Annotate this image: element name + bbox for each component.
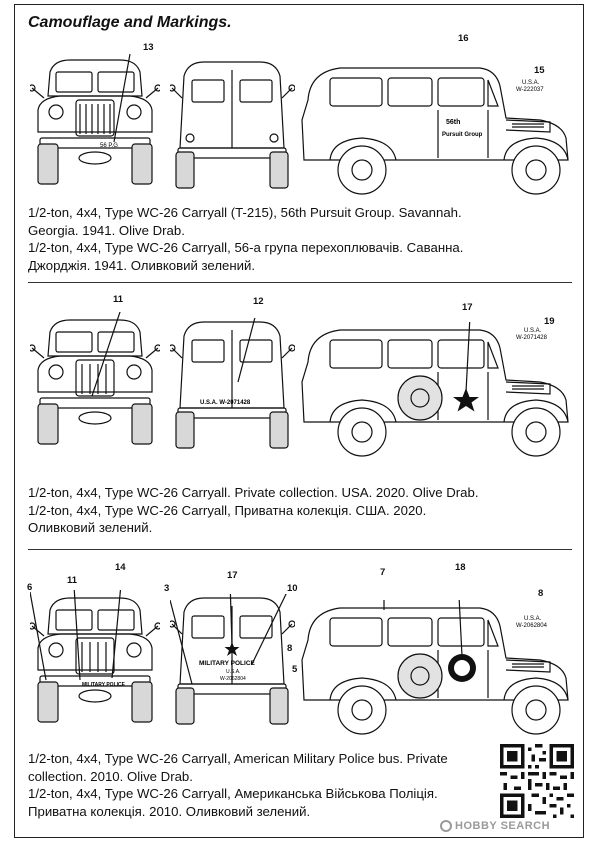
side-view-2: U.S.A. W-2071428 xyxy=(300,322,575,457)
bumper-number-1: W-222037 xyxy=(516,87,544,93)
front-bumper-marking: 56 P.G xyxy=(100,143,118,149)
rear-view-2: U.S.A. W-2071428 xyxy=(170,318,295,453)
front-view-1: 56 P.G xyxy=(30,52,160,192)
side-unit-line1: 56th xyxy=(446,119,460,126)
rear-usa-3: U.S.A. xyxy=(226,669,240,675)
caption-3-en-line2: collection. 2010. Olive Drab. xyxy=(28,768,193,784)
caption-1: 1/2-ton, 4x4, Type WC-26 Carryall (T-215… xyxy=(28,204,568,274)
callout-5: 5 xyxy=(292,664,298,675)
bumper-usa-3: U.S.A. xyxy=(524,616,542,622)
callout-11: 11 xyxy=(113,294,124,305)
front-view-3: MILITARY POLICE xyxy=(30,590,160,730)
rear-number-3: W-2062804 xyxy=(220,676,246,682)
caption-3: 1/2-ton, 4x4, Type WC-26 Carryall, Ameri… xyxy=(28,750,568,820)
callout-19: 19 xyxy=(544,316,555,327)
bumper-usa-2: U.S.A. xyxy=(524,328,542,334)
caption-2-ua-line1: 1/2-ton, 4x4, Type WC-26 Carryall, Прива… xyxy=(28,502,427,518)
caption-2: 1/2-ton, 4x4, Type WC-26 Carryall. Priva… xyxy=(28,484,568,537)
callout-12: 12 xyxy=(253,296,264,307)
bumper-number-3: W-2062804 xyxy=(516,623,548,629)
caption-3-ua-line2: Приватна колекція. 2010. Оливковий зелен… xyxy=(28,803,311,819)
star-insignia-2 xyxy=(453,388,479,412)
front-view-2 xyxy=(30,312,160,452)
callout-7: 7 xyxy=(380,567,386,578)
bumper-number-2: W-2071428 xyxy=(516,335,548,341)
caption-1-ua-line1: 1/2-ton, 4x4, Type WC-26 Carryall, 56-а … xyxy=(28,240,464,255)
callout-18: 18 xyxy=(455,562,466,573)
side-unit-line2: Pursuit Group xyxy=(442,132,483,138)
caption-3-ua-line1: 1/2-ton, 4x4, Type WC-26 Carryall, Амери… xyxy=(28,786,438,801)
caption-2-ua-line2: Оливковий зелений. xyxy=(28,520,153,535)
caption-2-en-line1: 1/2-ton, 4x4, Type WC-26 Carryall. Priva… xyxy=(28,485,479,500)
callout-17-b: 17 xyxy=(227,570,238,581)
callout-11-b: 11 xyxy=(67,575,78,586)
section-divider-1 xyxy=(28,282,572,283)
callout-16: 16 xyxy=(458,33,469,44)
bumper-usa-1: U.S.A. xyxy=(522,80,540,86)
side-view-3: U.S.A. W-2062804 xyxy=(300,600,575,735)
front-bumper-marking-3: MILITARY POLICE xyxy=(82,682,126,688)
callout-8: 8 xyxy=(538,588,544,599)
hobby-search-logo-icon xyxy=(440,820,452,832)
caption-1-ua-line2: Джорджія. 1941. Оливковий зелений. xyxy=(28,257,256,273)
rear-text-3: MILITARY POLICE xyxy=(199,660,256,667)
callout-17: 17 xyxy=(462,302,473,313)
callout-8-rear: 8 xyxy=(287,643,293,654)
hobby-search-watermark: HOBBY SEARCH xyxy=(440,820,550,832)
callout-15: 15 xyxy=(534,65,545,76)
caption-3-en-line1: 1/2-ton, 4x4, Type WC-26 Carryall, Ameri… xyxy=(28,751,448,766)
star-insignia-rear-3 xyxy=(224,642,240,656)
rear-view-1 xyxy=(170,58,295,193)
callout-14: 14 xyxy=(115,562,126,573)
callout-10: 10 xyxy=(287,583,298,594)
watermark-text: HOBBY SEARCH xyxy=(455,820,551,832)
qr-code xyxy=(500,744,574,818)
side-view-1: 56th Pursuit Group U.S.A. W-222037 xyxy=(300,60,575,195)
rear-plate-2: U.S.A. W-2071428 xyxy=(200,400,251,406)
callout-6: 6 xyxy=(27,582,33,593)
section-divider-2 xyxy=(28,549,572,550)
page-title: Camouflage and Markings. xyxy=(28,14,232,31)
caption-1-en-line1: 1/2-ton, 4x4, Type WC-26 Carryall (T-215… xyxy=(28,205,462,220)
caption-1-en-line2: Georgia. 1941. Olive Drab. xyxy=(28,222,185,238)
rear-view-3: MILITARY POLICE U.S.A. W-2062804 xyxy=(170,594,295,729)
callout-13: 13 xyxy=(143,42,154,53)
callout-3: 3 xyxy=(164,583,170,594)
